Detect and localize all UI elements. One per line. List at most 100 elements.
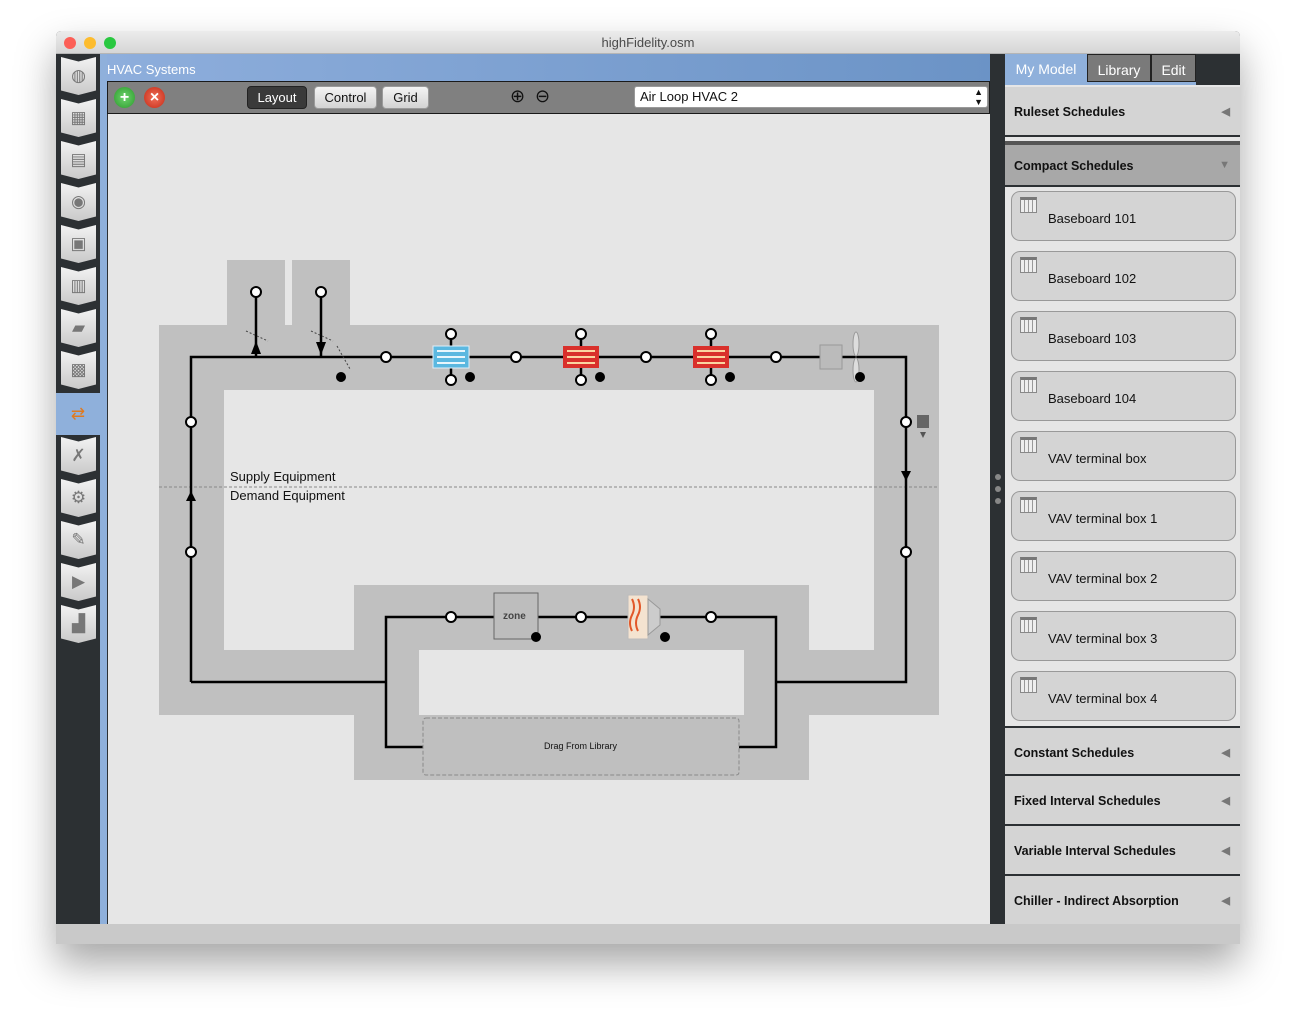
section-compact-schedules[interactable]: Compact Schedules▼	[1005, 141, 1240, 187]
node	[705, 611, 717, 623]
app-window: highFidelity.osm ◍ ▦ ▤ ◉ ▣ ▥ ▰ ▩ ⇄ ✗ ⚙ ✎…	[56, 31, 1240, 944]
item-label: Baseboard 101	[1048, 211, 1137, 226]
section-variable-interval-schedules[interactable]: Variable Interval Schedules◀	[1005, 826, 1240, 876]
collapse-arrow-icon: ◀	[1221, 795, 1230, 807]
hvac-canvas[interactable]: Supply Equipment Demand Equipment zone D…	[108, 114, 990, 924]
schedules-calendar-icon[interactable]: ▦	[61, 99, 96, 137]
zoom-window-button[interactable]	[104, 37, 116, 49]
list-item[interactable]: Baseboard 102	[1011, 251, 1236, 301]
calendar-icon	[1020, 197, 1037, 213]
add-loop-button[interactable]: +	[114, 87, 135, 108]
loads-outlet-icon[interactable]: ◉	[61, 183, 96, 221]
calendar-icon	[1020, 377, 1037, 393]
grid-tab[interactable]: Grid	[382, 86, 429, 109]
section-label: Variable Interval Schedules	[1014, 844, 1176, 858]
space-types-cube-icon[interactable]: ▣	[61, 225, 96, 263]
list-item[interactable]: VAV terminal box 4	[1011, 671, 1236, 721]
run-simulation-play-icon[interactable]: ▶	[61, 563, 96, 601]
node	[575, 611, 587, 623]
splitter[interactable]	[990, 54, 1005, 924]
tab-my-model[interactable]: My Model	[1005, 54, 1087, 82]
node	[315, 286, 327, 298]
list-item[interactable]: VAV terminal box 1	[1011, 491, 1236, 541]
dropdown-arrow-icon	[920, 432, 926, 438]
node	[705, 374, 717, 386]
fan-icon	[819, 331, 860, 383]
minimize-window-button[interactable]	[84, 37, 96, 49]
list-item[interactable]: VAV terminal box	[1011, 431, 1236, 481]
building-icon[interactable]: ▥	[61, 267, 96, 305]
node	[445, 328, 457, 340]
control-tab[interactable]: Control	[314, 86, 377, 109]
window-title: highFidelity.osm	[601, 35, 695, 50]
drop-zone	[422, 717, 740, 776]
node	[900, 416, 912, 428]
calendar-icon	[1020, 437, 1037, 453]
zoom-in-icon[interactable]: ⊕	[510, 86, 526, 106]
hvac-toolbar: + × Layout Control Grid ⊕ ⊖ Air Loop HVA…	[107, 81, 990, 114]
collapse-arrow-icon: ◀	[1221, 106, 1230, 118]
node	[575, 328, 587, 340]
right-panel: My Model Library Edit Ruleset Schedules ◀…	[1005, 54, 1240, 924]
scripts-scroll-icon[interactable]: ✎	[61, 521, 96, 559]
section-constant-schedules[interactable]: Constant Schedules◀	[1005, 726, 1240, 776]
grip-dot	[995, 486, 1001, 492]
right-panel-tabs: My Model Library Edit	[1005, 54, 1240, 85]
list-item[interactable]: VAV terminal box 2	[1011, 551, 1236, 601]
remove-icon	[595, 372, 605, 382]
drag-from-library-label[interactable]: Drag From Library	[544, 741, 618, 751]
close-window-button[interactable]	[64, 37, 76, 49]
remove-icon	[660, 632, 670, 642]
results-chart-icon[interactable]: ▟	[61, 605, 96, 643]
spaces-slab-icon[interactable]: ▰	[61, 309, 96, 347]
flow-arrows	[186, 341, 911, 501]
node	[380, 351, 392, 363]
section-label: Ruleset Schedules	[1014, 105, 1126, 119]
section-chiller-indirect-absorption[interactable]: Chiller - Indirect Absorption◀	[1005, 876, 1240, 924]
zoom-out-icon[interactable]: ⊖	[535, 86, 551, 106]
status-bar	[56, 924, 1240, 944]
active-strip	[100, 54, 107, 924]
site-icon[interactable]: ◍	[61, 57, 96, 95]
layout-tab[interactable]: Layout	[247, 86, 307, 109]
list-item[interactable]: Baseboard 101	[1011, 191, 1236, 241]
item-label: VAV terminal box 1	[1048, 511, 1158, 526]
tab-edit[interactable]: Edit	[1151, 54, 1196, 82]
remove-icons	[336, 372, 865, 642]
thermal-zones-icon[interactable]: ▩	[61, 351, 96, 389]
zone-label[interactable]: zone	[503, 611, 526, 622]
heating-coil-icon	[563, 346, 599, 368]
variables-icon[interactable]: ✗	[61, 437, 96, 475]
loop-diagram	[159, 260, 939, 780]
node	[900, 546, 912, 558]
remove-icon	[465, 372, 475, 382]
remove-icon	[725, 372, 735, 382]
section-fixed-interval-schedules[interactable]: Fixed Interval Schedules◀	[1005, 776, 1240, 826]
calendar-icon	[1020, 317, 1037, 333]
node	[770, 351, 782, 363]
demand-equipment-label: Demand Equipment	[230, 488, 345, 503]
constructions-brick-icon[interactable]: ▤	[61, 141, 96, 179]
item-label: Baseboard 104	[1048, 391, 1137, 406]
hvac-systems-icon[interactable]: ⇄	[56, 393, 100, 435]
heating-coil-icon	[693, 346, 729, 368]
nodes	[185, 286, 912, 623]
list-item[interactable]: Baseboard 104	[1011, 371, 1236, 421]
delete-loop-button[interactable]: ×	[144, 87, 165, 108]
collapse-arrow-icon: ◀	[1221, 747, 1230, 759]
loop-lines	[189, 292, 908, 749]
item-label: VAV terminal box 3	[1048, 631, 1158, 646]
loop-select[interactable]: Air Loop HVAC 2▲▼	[634, 86, 988, 108]
item-label: VAV terminal box 2	[1048, 571, 1158, 586]
list-item[interactable]: Baseboard 103	[1011, 311, 1236, 361]
node	[705, 328, 717, 340]
item-label: Baseboard 103	[1048, 331, 1137, 346]
zone-box	[493, 592, 539, 640]
section-ruleset-schedules[interactable]: Ruleset Schedules ◀	[1005, 87, 1240, 137]
list-item[interactable]: VAV terminal box 3	[1011, 611, 1236, 661]
tab-library[interactable]: Library	[1087, 54, 1151, 82]
simulation-settings-gear-icon[interactable]: ⚙	[61, 479, 96, 517]
remove-icon	[336, 372, 346, 382]
remove-icon	[531, 632, 541, 642]
expand-arrow-icon: ▼	[1219, 159, 1230, 171]
